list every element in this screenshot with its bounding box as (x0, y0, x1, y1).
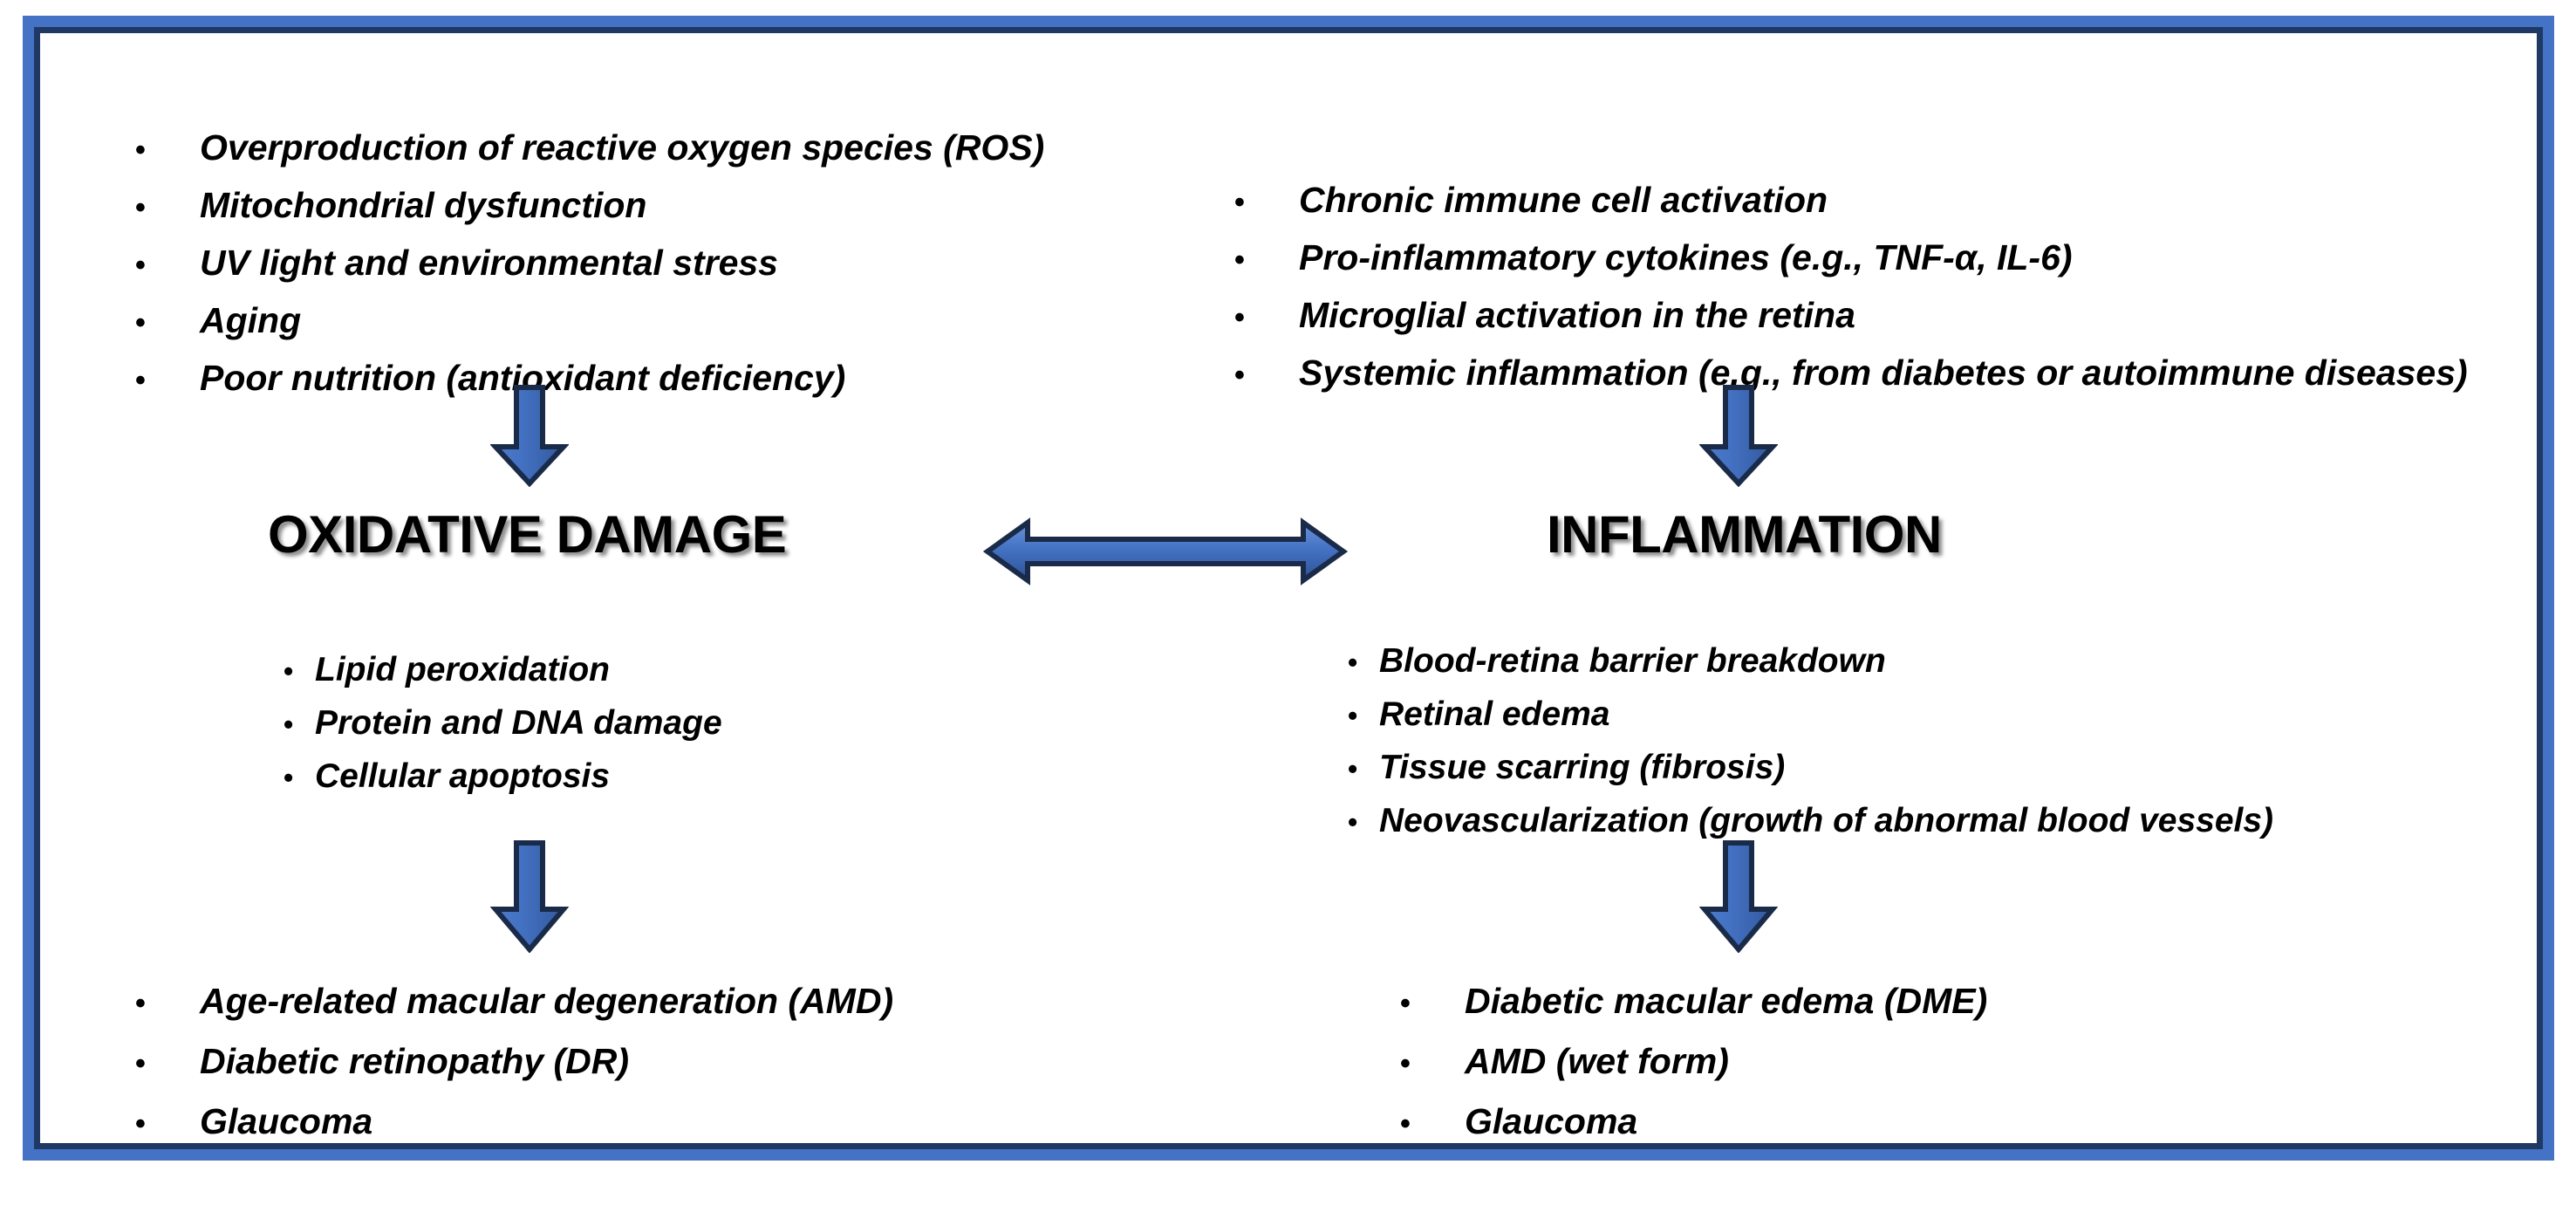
list-item: • Overproduction of reactive oxygen speci… (135, 120, 1044, 178)
list-item-label: Tissue scarring (fibrosis) (1379, 749, 1786, 786)
list-item: • Glaucoma (135, 1092, 893, 1153)
bullet-icon: • (284, 709, 294, 740)
list-item-label: Pro-inflammatory cytokines (e.g., TNF-α,… (1299, 237, 2073, 277)
bullet-icon: • (1400, 1047, 1411, 1080)
list-item: • Mitochondrial dysfunction (135, 178, 1044, 236)
list-item: • AMD (wet form) (1400, 1032, 1987, 1092)
bullet-icon: • (135, 306, 146, 339)
oxidative-damage-heading: OXIDATIVE DAMAGE (268, 505, 787, 564)
list-item: • UV light and environmental stress (135, 236, 1044, 293)
bullet-icon: • (1234, 359, 1245, 392)
bullet-icon: • (1234, 301, 1245, 334)
list-item: • Microglial activation in the retina (1234, 288, 2468, 346)
bullet-icon: • (135, 1107, 146, 1140)
bullet-icon: • (135, 364, 146, 397)
frame-outer-border (23, 16, 2554, 1161)
arrow-down-icon (1699, 384, 1778, 487)
oxidative-causes-list: • Overproduction of reactive oxygen speci… (135, 120, 1044, 408)
list-item-label: Cellular apoptosis (315, 757, 611, 795)
arrow-down-icon (1699, 839, 1778, 953)
list-item-label: Age-related macular degeneration (AMD) (200, 981, 894, 1021)
inflammation-heading: INFLAMMATION (1547, 505, 1942, 564)
list-item: • Protein and DNA damage (284, 697, 722, 750)
arrow-down-icon (490, 384, 569, 487)
inflammation-causes-list: • Chronic immune cell activation • Pro-infl… (1234, 173, 2468, 403)
list-item-label: Microglial activation in the retina (1299, 295, 1855, 335)
bullet-icon: • (1234, 243, 1245, 277)
list-item: • Diabetic retinopathy (DR) (135, 1032, 893, 1092)
arrow-down-icon (490, 839, 569, 953)
list-item-label: Systemic inflammation (e.g., from diabet… (1299, 353, 2468, 393)
list-item: •Poor nutrition (antioxidant deficiency) (135, 351, 1044, 408)
list-item-label: Lipid peroxidation (315, 651, 610, 688)
list-item-label: Glaucoma (1465, 1101, 1638, 1141)
bullet-icon: • (135, 134, 146, 167)
inflammation-effects-list: • Blood-retina barrier breakdown • Retinal … (1348, 635, 2273, 848)
list-item-label: Neovascularization (growth of abnormal b… (1379, 802, 2274, 839)
frame-inner-border (34, 27, 2543, 1149)
bullet-icon: • (284, 655, 294, 687)
list-item-label: AMD (wet form) (1465, 1041, 1729, 1081)
bullet-icon: • (1234, 186, 1245, 219)
inflammation-outcomes-list: • Diabetic macular edema (DME) • AMD (wet f… (1400, 972, 1987, 1153)
list-item: • Aging (135, 293, 1044, 351)
list-item-label: Chronic immune cell activation (1299, 180, 1828, 220)
list-item: • Diabetic macular edema (DME) (1400, 972, 1987, 1032)
list-item: • Retinal edema (1348, 688, 2273, 742)
list-item: • Pro-inflammatory cytokines (e.g., TNF-α… (1234, 230, 2468, 288)
bullet-icon: • (135, 1047, 146, 1080)
list-item-label: UV light and environmental stress (200, 243, 778, 283)
list-item-label: Overproduction of reactive oxygen specie… (200, 127, 1045, 168)
list-item: • Lipid peroxidation (284, 644, 722, 697)
bullet-icon: • (1400, 1107, 1411, 1140)
list-item-label: Mitochondrial dysfunction (200, 185, 647, 225)
bullet-icon: • (1348, 806, 1358, 838)
list-item-label: Blood-retina barrier breakdown (1379, 642, 1886, 680)
list-item-label: Aging (200, 300, 302, 340)
list-item-label: Retinal edema (1379, 695, 1610, 733)
list-item: • Neovascularization (growth of abnormal … (1348, 795, 2273, 848)
list-item: • Blood-retina barrier breakdown (1348, 635, 2273, 688)
list-item: • Cellular apoptosis (284, 750, 722, 804)
bullet-icon: • (135, 191, 146, 224)
list-item-label: Diabetic retinopathy (DR) (200, 1041, 630, 1081)
bullet-icon: • (135, 249, 146, 282)
list-item: • Age-related macular degeneration (AMD) (135, 972, 893, 1032)
bullet-icon: • (1400, 987, 1411, 1020)
bullet-icon: • (135, 987, 146, 1020)
bullet-icon: • (1348, 700, 1358, 731)
bidirectional-arrow-icon (982, 517, 1349, 586)
bullet-icon: • (284, 762, 294, 793)
oxidative-effects-list: • Lipid peroxidation • Protein and DNA dama… (284, 644, 722, 804)
list-item-label: Protein and DNA damage (315, 704, 722, 742)
list-item: • Chronic immune cell activation (1234, 173, 2468, 230)
list-item-label: Diabetic macular edema (DME) (1465, 981, 1988, 1021)
list-item: • Tissue scarring (fibrosis) (1348, 742, 2273, 795)
list-item: • Glaucoma (1400, 1092, 1987, 1153)
oxidative-outcomes-list: •Age-related macular degeneration (AMD)•… (135, 972, 893, 1153)
bullet-icon: • (1348, 647, 1358, 678)
bullet-icon: • (1348, 753, 1358, 784)
list-item: • Systemic inflammation (e.g., from diabe… (1234, 346, 2468, 403)
list-item-label: Glaucoma (200, 1101, 373, 1141)
